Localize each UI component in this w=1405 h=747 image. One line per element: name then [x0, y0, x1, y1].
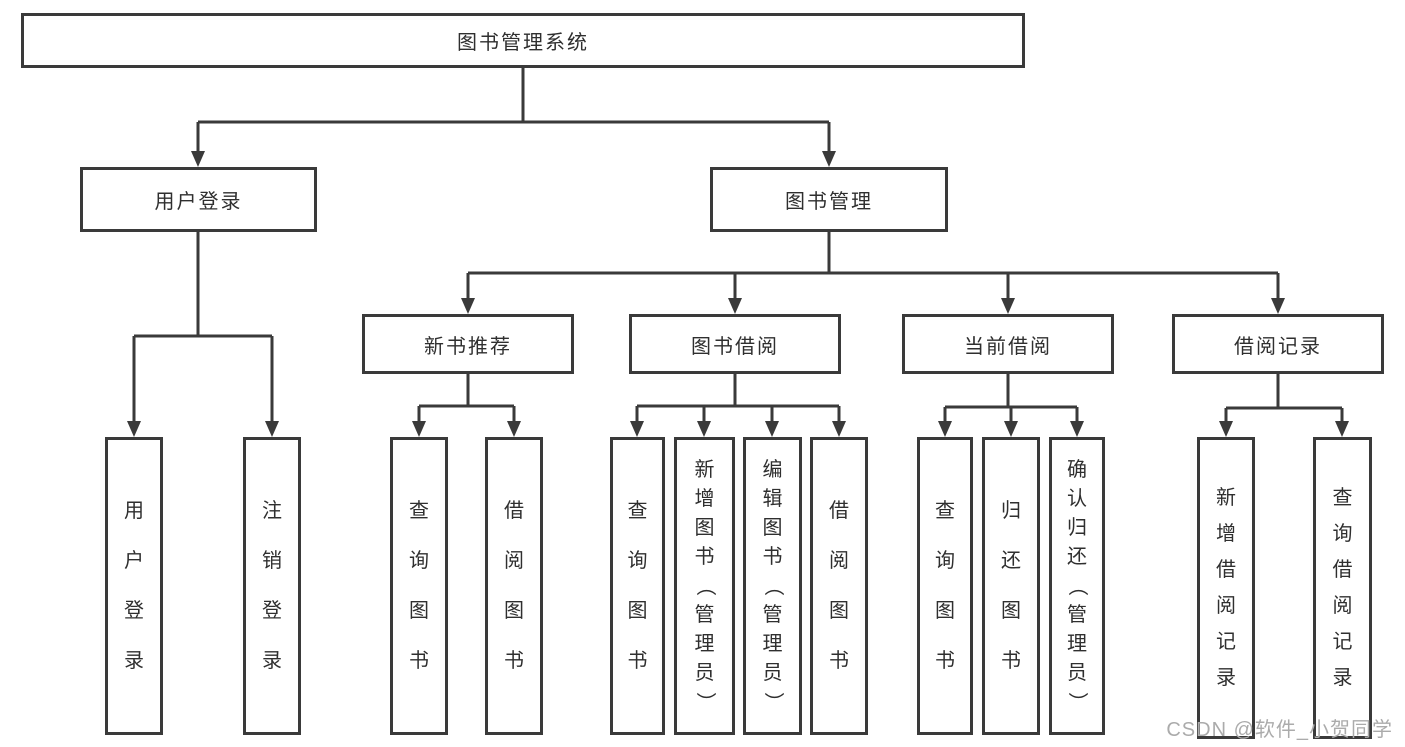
node-edit-books-admin: 编辑图书（管理员）	[743, 437, 802, 735]
connector-current-children	[943, 374, 1079, 422]
arrowhead	[191, 151, 205, 167]
arrowhead	[822, 151, 836, 167]
connector-recommend-children	[417, 374, 516, 422]
node-book-borrow: 图书借阅	[629, 314, 841, 374]
node-label: 查询图书	[935, 500, 955, 672]
connector-borrow-children	[635, 374, 841, 422]
connector-root-to-level2	[196, 68, 831, 152]
node-query-books-borrow: 查询图书	[610, 437, 665, 735]
node-query-borrow-record: 查询借阅记录	[1313, 437, 1372, 739]
arrowhead	[938, 421, 952, 437]
watermark: CSDN @软件_小贺同学	[1166, 719, 1393, 741]
arrowhead	[832, 421, 846, 437]
connector-userlogin-children	[132, 232, 274, 422]
node-book-management: 图书管理	[710, 167, 948, 232]
node-label: 借阅图书	[504, 500, 524, 672]
node-add-borrow-record: 新增借阅记录	[1197, 437, 1255, 739]
node-label: 查询图书	[409, 500, 429, 672]
node-label: 用户登录	[124, 500, 144, 672]
arrowhead	[728, 298, 742, 314]
node-root-label: 图书管理系统	[457, 32, 589, 54]
node-return-books: 归还图书	[982, 437, 1040, 735]
arrowhead	[1219, 421, 1233, 437]
arrowhead	[1001, 298, 1015, 314]
node-label: 查询借阅记录	[1332, 487, 1353, 689]
node-label: 新增借阅记录	[1216, 487, 1236, 689]
node-label: 注销登录	[262, 500, 282, 672]
node-label: 借阅图书	[829, 500, 849, 672]
node-new-book-recommend: 新书推荐	[362, 314, 574, 374]
node-label: 编辑图书（管理员）	[761, 459, 784, 712]
node-current-borrow: 当前借阅	[902, 314, 1114, 374]
arrowhead	[1070, 421, 1084, 437]
node-label: 当前借阅	[964, 335, 1052, 358]
node-label: 归还图书	[1001, 500, 1021, 672]
arrowhead	[412, 421, 426, 437]
arrowhead	[127, 421, 141, 437]
arrowhead	[765, 421, 779, 437]
node-label: 确认归还（管理员）	[1066, 459, 1088, 712]
arrowhead	[697, 421, 711, 437]
node-label: 用户登录	[154, 191, 243, 213]
node-user-login: 用户登录	[80, 167, 317, 232]
node-root-system: 图书管理系统	[21, 13, 1025, 68]
arrowhead	[265, 421, 279, 437]
arrowhead	[1335, 421, 1349, 437]
arrowhead	[1271, 298, 1285, 314]
node-label: 查询图书	[627, 500, 648, 672]
node-label: 借阅记录	[1234, 335, 1322, 358]
node-query-books-recommend: 查询图书	[390, 437, 448, 735]
arrowhead	[1004, 421, 1018, 437]
node-borrow-books: 借阅图书	[810, 437, 868, 735]
node-logout: 注销登录	[243, 437, 301, 735]
node-query-books-current: 查询图书	[917, 437, 973, 735]
node-confirm-return-admin: 确认归还（管理员）	[1049, 437, 1105, 735]
node-borrow-books-recommend: 借阅图书	[485, 437, 543, 735]
node-borrow-records: 借阅记录	[1172, 314, 1384, 374]
node-label: 新增图书（管理员）	[693, 459, 716, 712]
node-label: 图书借阅	[691, 335, 779, 358]
arrowhead	[507, 421, 521, 437]
node-add-books-admin: 新增图书（管理员）	[674, 437, 735, 735]
arrowhead	[461, 298, 475, 314]
connector-bookmgmt-children	[466, 232, 1280, 299]
arrowhead	[630, 421, 644, 437]
node-label: 图书管理	[785, 191, 873, 213]
node-label: 新书推荐	[424, 335, 512, 358]
connector-records-children	[1224, 374, 1344, 422]
node-user-login-action: 用户登录	[105, 437, 163, 735]
